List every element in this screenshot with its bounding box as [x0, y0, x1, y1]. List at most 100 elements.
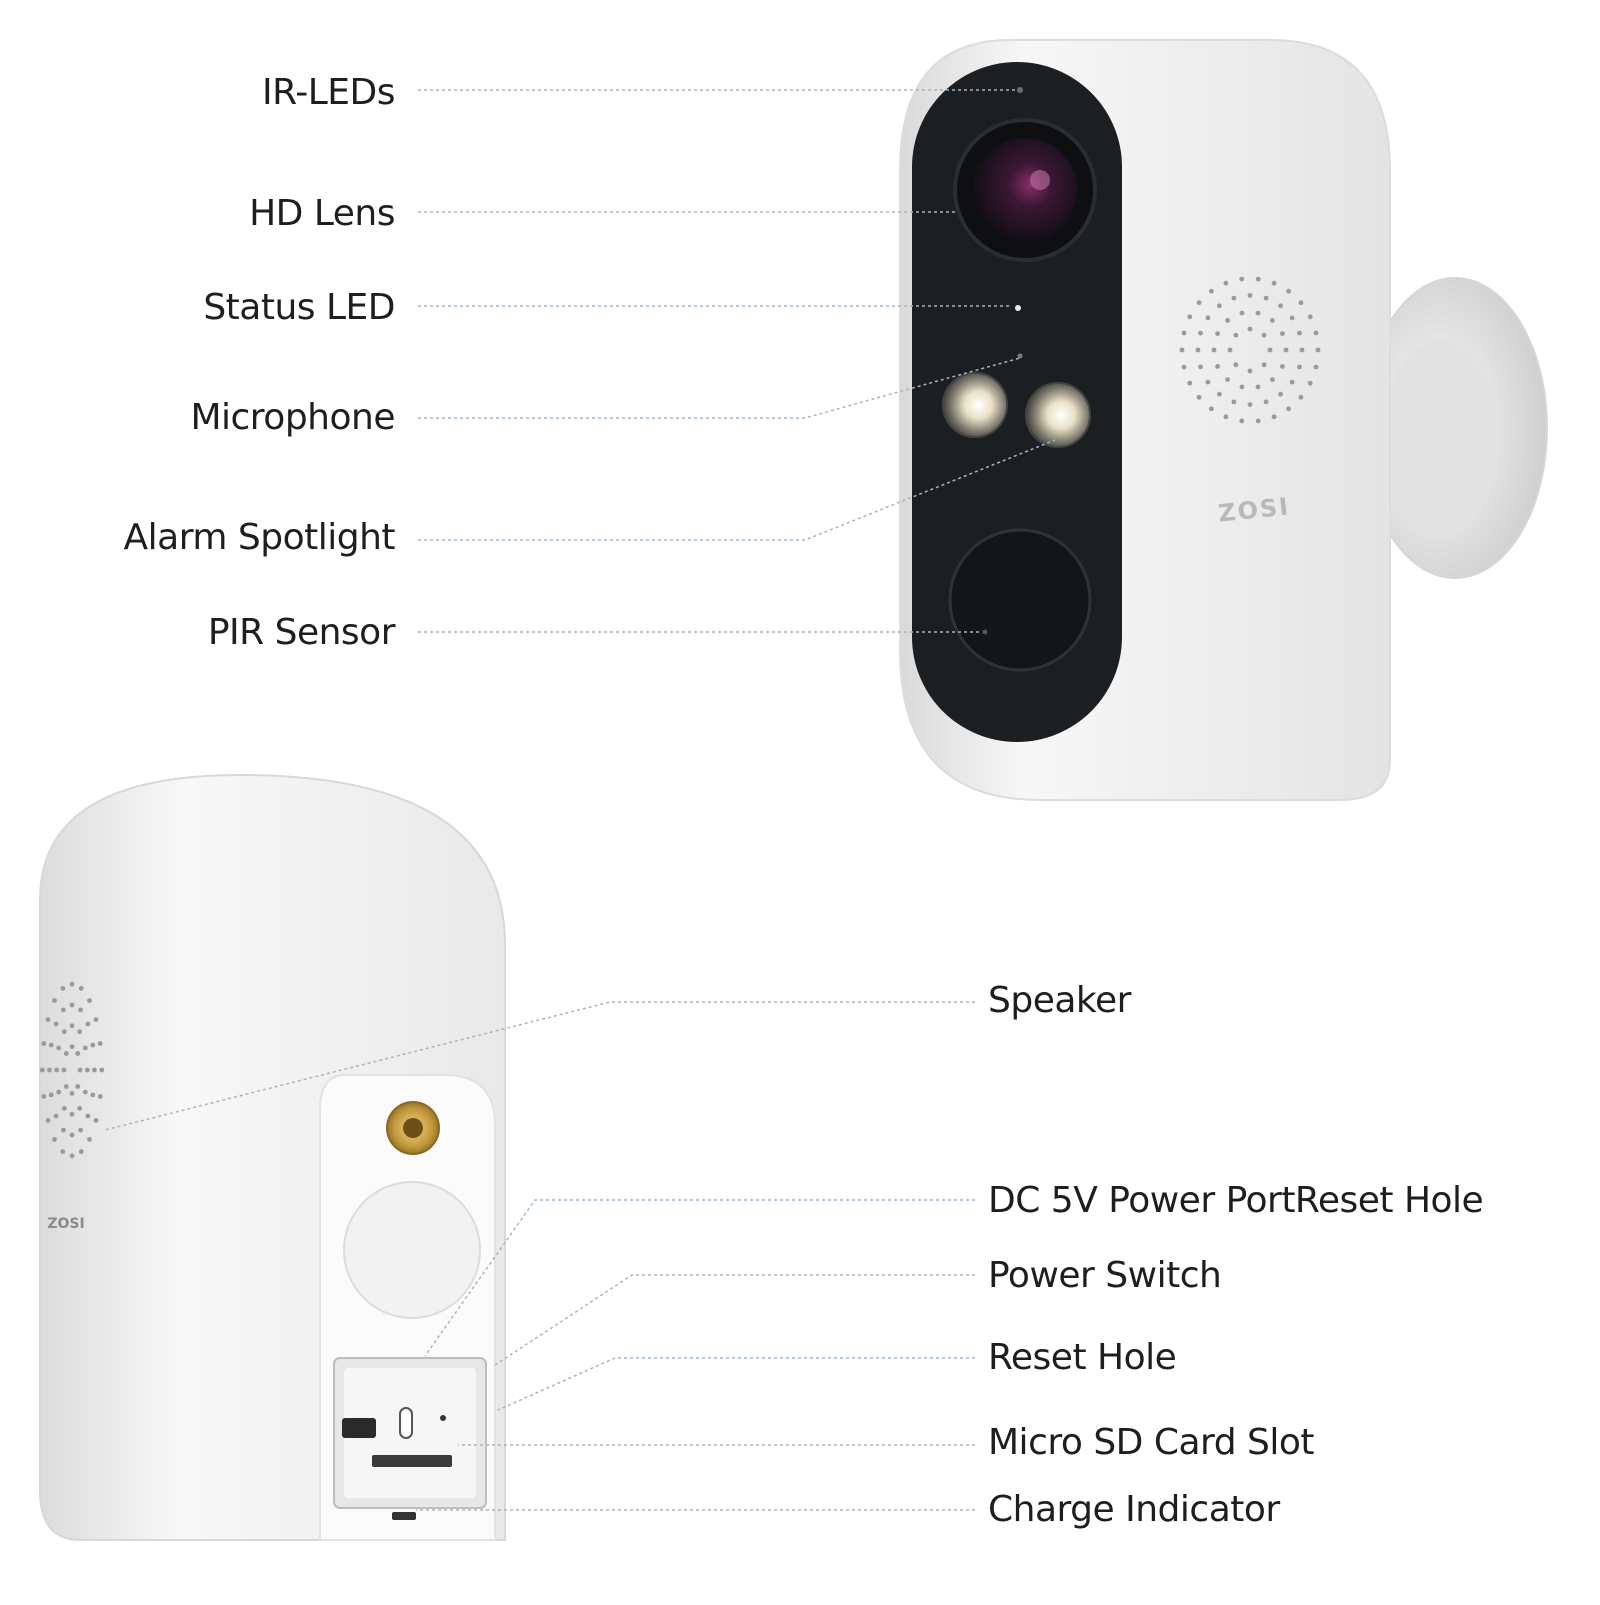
- grille-hole: [1278, 303, 1283, 309]
- label-dc-power-port: DC 5V Power PortReset Hole: [988, 1180, 1484, 1221]
- side-logo: ZOSI: [47, 1216, 84, 1232]
- ir-led-dot: [1017, 87, 1023, 93]
- grille-hole: [1196, 394, 1202, 400]
- grille-hole: [1209, 288, 1214, 294]
- grille-hole: [1247, 368, 1253, 374]
- grille-hole: [1247, 293, 1253, 298]
- grille-hole: [1315, 347, 1321, 353]
- label-speaker: Speaker: [988, 980, 1131, 1021]
- leader-speaker: [104, 1001, 975, 1131]
- power-switch: [399, 1407, 413, 1439]
- grille-hole: [1215, 331, 1220, 336]
- grille-hole: [78, 1007, 83, 1013]
- label-status-led: Status LED: [203, 287, 395, 328]
- pir-dot: [982, 629, 988, 635]
- label-micro-sd-slot: Micro SD Card Slot: [988, 1422, 1315, 1463]
- mount-thread-hole: [403, 1118, 423, 1138]
- grille-hole: [1181, 330, 1187, 336]
- grille-hole: [82, 1089, 88, 1095]
- grille-hole: [1187, 380, 1193, 386]
- grille-hole: [78, 1127, 83, 1133]
- grille-hole: [75, 1051, 81, 1056]
- grille-hole: [1297, 330, 1302, 336]
- label-reset-hole: Reset Hole: [988, 1337, 1177, 1378]
- grille-hole: [77, 1067, 83, 1073]
- grille-hole: [1225, 377, 1230, 382]
- grille-hole: [60, 986, 66, 991]
- grille-hole: [1225, 318, 1230, 323]
- grille-hole: [1313, 364, 1319, 370]
- grille-hole: [78, 986, 84, 991]
- grille-hole: [47, 1067, 52, 1073]
- grille-hole: [1239, 310, 1245, 316]
- grille-hole: [1298, 394, 1304, 400]
- grille-hole: [1261, 362, 1267, 368]
- grille-hole: [75, 1084, 81, 1089]
- grille-hole: [1283, 347, 1289, 353]
- grille-hole: [1227, 347, 1233, 353]
- grille-hole: [97, 1094, 103, 1099]
- grille-hole: [1198, 364, 1203, 370]
- grille-hole: [1280, 331, 1285, 336]
- grille-hole: [61, 1127, 66, 1133]
- grille-hole: [1231, 399, 1237, 405]
- leader-dc-power: [424, 1199, 975, 1357]
- grille-hole: [1215, 364, 1220, 369]
- lens-reflection: [1030, 170, 1050, 190]
- grille-hole: [1289, 315, 1295, 321]
- leader-power-switch: [494, 1274, 975, 1366]
- reset-hole: [440, 1415, 446, 1421]
- label-ir-leds: IR-LEDs: [262, 72, 395, 113]
- status-led: [1015, 305, 1021, 311]
- grille-hole: [1313, 330, 1319, 336]
- grille-hole: [53, 1021, 59, 1027]
- leader-alarm-spotlight: [418, 439, 1056, 541]
- grille-hole: [90, 1042, 96, 1048]
- grille-hole: [1289, 379, 1295, 385]
- grille-hole: [69, 1044, 75, 1049]
- grille-hole: [87, 1137, 92, 1142]
- grille-hole: [61, 1067, 67, 1073]
- grille-hole: [48, 1042, 54, 1048]
- back-round-cover: [343, 1181, 481, 1319]
- grille-hole: [93, 1017, 99, 1022]
- grille-hole: [1205, 379, 1211, 385]
- grille-hole: [61, 1007, 66, 1013]
- grille-hole: [1195, 347, 1201, 353]
- grille-hole: [69, 1023, 75, 1029]
- grille-hole: [1278, 391, 1283, 397]
- grille-hole: [1239, 276, 1245, 282]
- grille-hole: [39, 1067, 45, 1073]
- grille-hole: [69, 1091, 75, 1096]
- alarm-spotlight-right: [1025, 382, 1091, 448]
- grille-hole: [1307, 380, 1313, 386]
- grille-hole: [92, 1067, 97, 1073]
- front-camera: ZOSI: [899, 39, 1548, 801]
- grille-hole: [87, 998, 92, 1003]
- label-hd-lens: HD Lens: [249, 193, 395, 234]
- grille-hole: [1280, 364, 1285, 369]
- grille-hole: [1179, 347, 1185, 353]
- grille-hole: [1263, 399, 1269, 405]
- grille-hole: [56, 1045, 62, 1051]
- grille-hole: [1286, 406, 1291, 412]
- grille-hole: [1223, 280, 1229, 286]
- leader-reset-hole: [497, 1357, 975, 1411]
- grille-hole: [53, 1113, 59, 1119]
- grille-hole: [1298, 300, 1304, 306]
- grille-hole: [1255, 276, 1261, 282]
- hd-lens-glass: [973, 138, 1077, 242]
- grille-hole: [41, 1094, 47, 1099]
- grille-hole: [1299, 347, 1305, 353]
- side-speaker-grille: [39, 981, 105, 1159]
- grille-hole: [1198, 330, 1203, 336]
- dc-5v-port: [342, 1418, 376, 1438]
- label-microphone: Microphone: [190, 397, 395, 438]
- grille-hole: [60, 1149, 66, 1154]
- leader-lines: [104, 89, 1056, 1511]
- grille-hole: [1261, 332, 1267, 338]
- back-camera: ZOSI: [39, 773, 506, 1541]
- grille-hole: [84, 1067, 90, 1073]
- label-charge-indicator: Charge Indicator: [988, 1489, 1280, 1530]
